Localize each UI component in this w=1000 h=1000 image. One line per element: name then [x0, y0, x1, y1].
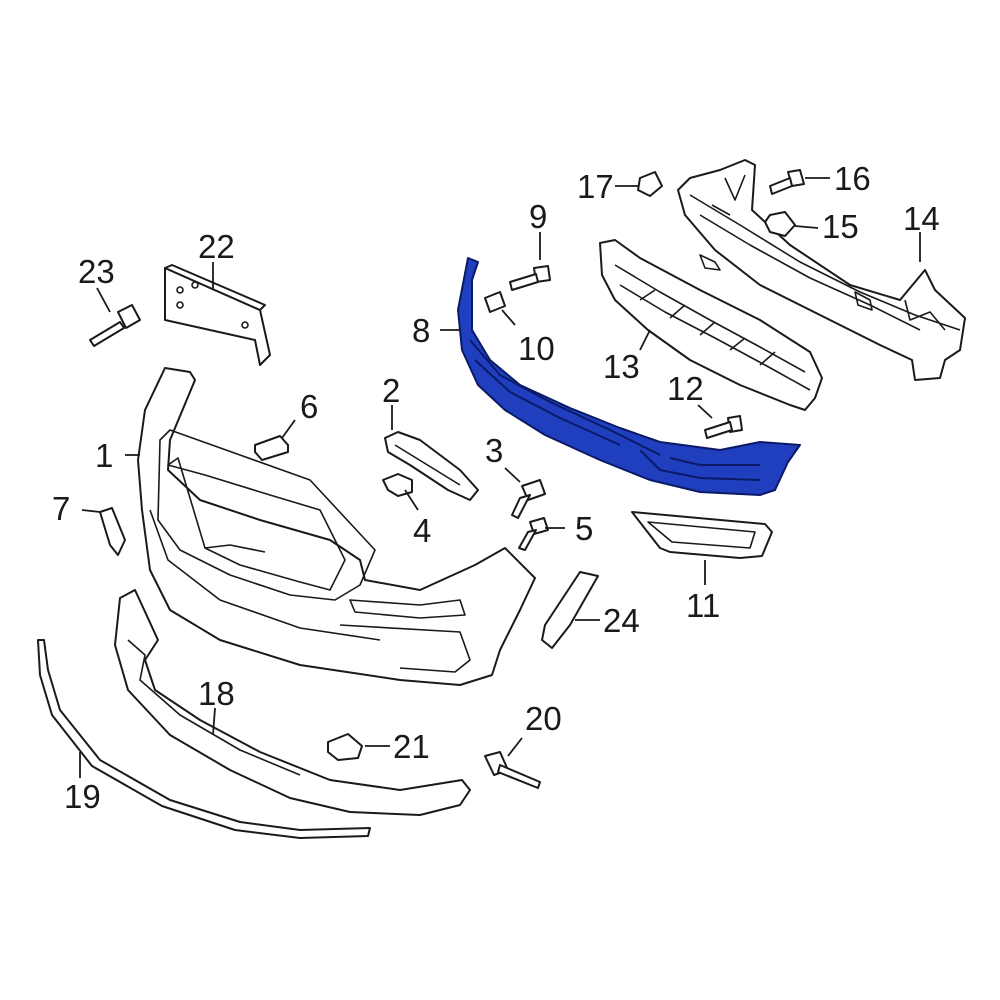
part-14-bumper-reinforcement — [677, 159, 966, 381]
callout-8: 8 — [412, 312, 430, 349]
callout-7: 7 — [52, 490, 70, 527]
callout-4: 4 — [413, 512, 431, 549]
leader-lines — [79, 177, 921, 778]
callout-3: 3 — [485, 432, 503, 469]
part-5-bolt — [518, 517, 549, 551]
callout-24: 24 — [603, 602, 640, 639]
part-10-nut-plate — [484, 291, 506, 313]
part-8-lower-support-highlighted — [457, 257, 801, 496]
callout-15: 15 — [822, 208, 859, 245]
callout-17: 17 — [577, 168, 614, 205]
callout-13: 13 — [603, 348, 640, 385]
part-3-bolt — [511, 479, 546, 519]
part-12-bolt — [704, 415, 743, 439]
callout-12: 12 — [667, 370, 704, 407]
part-23-push-pin — [89, 304, 141, 347]
callout-2: 2 — [382, 372, 400, 409]
callout-14: 14 — [903, 200, 940, 237]
callout-18: 18 — [198, 675, 235, 712]
part-22-license-bracket — [164, 264, 271, 366]
part-7-side-bracket — [99, 507, 126, 556]
part-16-bolt — [769, 169, 805, 195]
callout-23: 23 — [78, 253, 115, 290]
part-24-side-bracket — [541, 571, 599, 649]
callout-16: 16 — [834, 160, 871, 197]
part-19-lower-trim-strip — [37, 639, 371, 839]
callout-22: 22 — [198, 228, 235, 265]
part-15-nut — [764, 211, 796, 237]
callout-10: 10 — [518, 330, 555, 367]
part-18-lower-valance — [114, 589, 471, 816]
part-9-bolt — [509, 265, 551, 291]
callout-9: 9 — [529, 198, 547, 235]
callout-20: 20 — [525, 700, 562, 737]
callout-1: 1 — [95, 437, 113, 474]
callout-5: 5 — [575, 510, 593, 547]
callout-labels: 1 2 3 4 5 6 7 8 9 10 11 12 13 14 15 16 1… — [52, 160, 940, 815]
part-11-fog-lamp-bezel — [631, 511, 773, 559]
part-17-nut — [637, 171, 663, 197]
part-1-bumper-cover — [137, 367, 536, 686]
callout-21: 21 — [393, 728, 430, 765]
part-6-small-clip — [254, 435, 289, 461]
part-2-side-bracket — [384, 431, 479, 501]
callout-11: 11 — [686, 587, 720, 624]
part-21-clip — [327, 733, 363, 761]
part-20-push-pin — [484, 751, 541, 789]
part-13-energy-absorber — [599, 239, 823, 411]
callout-19: 19 — [64, 778, 101, 815]
callout-6: 6 — [300, 388, 318, 425]
